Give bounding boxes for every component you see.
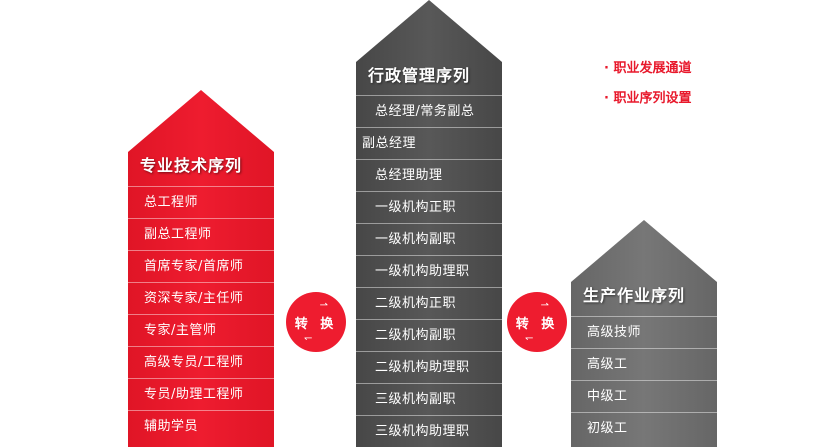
convert-badge-left: ⇀ 转 换 ↽ — [286, 292, 346, 352]
list-item: 副总经理 — [356, 127, 502, 159]
column-title: 行政管理序列 — [368, 66, 471, 85]
list-item: 总工程师 — [128, 186, 274, 218]
arrow-right-icon: ⇀ — [540, 300, 549, 311]
list-item: 一级机构正职 — [356, 191, 502, 223]
list-item: 专家/主管师 — [128, 314, 274, 346]
list-item: 二级机构副职 — [356, 319, 502, 351]
list-item: 三级机构副职 — [356, 383, 502, 415]
list-item: 二级机构助理职 — [356, 351, 502, 383]
administrative-management-column: 行政管理序列 总经理/常务副总 副总经理 总经理助理 一级机构正职 一级机构副职… — [356, 0, 502, 447]
bullet-icon: · — [604, 61, 614, 76]
arrow-left-icon: ↽ — [525, 333, 534, 344]
list-item: 三级机构助理职 — [356, 415, 502, 447]
column-title: 生产作业序列 — [583, 286, 686, 305]
convert-badge-right: ⇀ 转 换 ↽ — [507, 292, 567, 352]
list-item: 中级工 — [571, 380, 717, 412]
list-item: 高级工 — [571, 348, 717, 380]
professional-technical-column: 专业技术序列 总工程师 副总工程师 首席专家/首席师 资深专家/主任师 专家/主… — [128, 90, 274, 447]
list-item: 辅助学员 — [128, 410, 274, 442]
list-item: 专员/助理工程师 — [128, 378, 274, 410]
list-item: 总经理/常务副总 — [356, 95, 502, 127]
list-item: 一级机构助理职 — [356, 255, 502, 287]
legend-label: 职业序列设置 — [613, 91, 692, 106]
column-title: 专业技术序列 — [140, 156, 243, 175]
convert-label: 转 换 — [294, 317, 338, 332]
list-item: 资深专家/主任师 — [128, 282, 274, 314]
legend-label: 职业发展通道 — [613, 61, 692, 76]
list-item: 总经理助理 — [356, 159, 502, 191]
list-item: 二级机构正职 — [356, 287, 502, 319]
list-item: 首席专家/首席师 — [128, 250, 274, 282]
list-item: 高级技师 — [571, 316, 717, 348]
list-item: 高级专员/工程师 — [128, 346, 274, 378]
list-item: 副总工程师 — [128, 218, 274, 250]
bullet-icon: · — [604, 91, 614, 106]
legend-item: · 职业发展通道 — [604, 57, 691, 76]
legend-item: · 职业序列设置 — [604, 87, 691, 106]
list-item: 初级工 — [571, 412, 717, 444]
convert-label: 转 换 — [515, 317, 559, 332]
arrow-right-icon: ⇀ — [319, 300, 328, 311]
list-item: 一级机构副职 — [356, 223, 502, 255]
production-operation-column: 生产作业序列 高级技师 高级工 中级工 初级工 — [571, 220, 717, 447]
arrow-left-icon: ↽ — [304, 333, 313, 344]
